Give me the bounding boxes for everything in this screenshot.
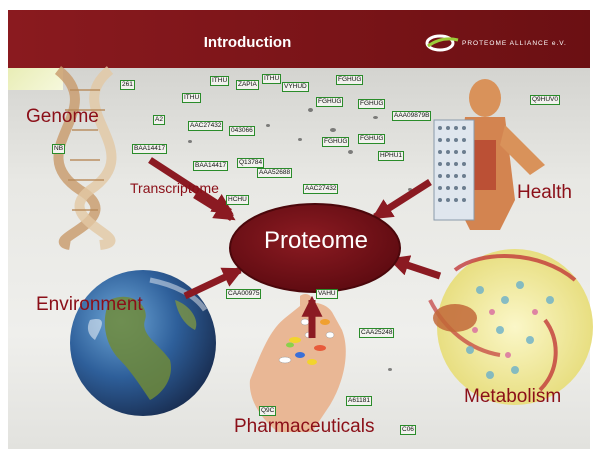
transcriptome-label: Transcriptome [130, 180, 219, 196]
protein-tag: CAA00975 [226, 289, 262, 299]
protein-tag: Q13784 [237, 158, 265, 168]
protein-tag: AAA52688 [257, 168, 293, 178]
protein-tag: C06 [400, 425, 416, 435]
protein-tag: BAA14417 [132, 144, 168, 154]
protein-tag: 261 [120, 80, 135, 90]
relationship-arrows [148, 157, 442, 338]
proteome-label: Proteome [263, 227, 369, 254]
protein-tag: AAC27432 [188, 121, 224, 131]
earth-globe-icon [70, 270, 216, 416]
protein-tag: VAHU [316, 289, 338, 299]
arrow-metabolism [388, 255, 442, 280]
protein-tag: ZAPIA [236, 80, 259, 90]
logo-text: PROTEOME ALLIANCE e.V. [462, 40, 567, 47]
protein-tag: FGHUG [358, 134, 386, 144]
protein-tag: FGHUG [316, 97, 344, 107]
protein-tag: FGHUG [322, 137, 350, 147]
metabolism-label: Metabolism [464, 386, 562, 407]
protein-tag: CAA25248 [359, 328, 395, 338]
protein-tag: ITHU [182, 93, 202, 103]
protein-tag: ITHU [262, 74, 282, 84]
health-label: Health [517, 182, 572, 203]
slide-title: Introduction [203, 34, 292, 51]
metabolism-illustration-icon [428, 249, 593, 405]
protein-tag: FGHUG [336, 75, 364, 85]
arrow-environment [183, 266, 244, 300]
proteome-alliance-logo-icon [425, 34, 459, 52]
proteome-ellipse [229, 203, 401, 293]
protein-tag: NB [52, 144, 66, 154]
protein-tag: 043066 [229, 126, 255, 136]
header-bar [8, 10, 590, 68]
arrow-health [371, 179, 432, 220]
protein-tag: FGHUG [358, 99, 386, 109]
protein-tag: A61181 [346, 396, 372, 406]
dna-helix-icon [53, 66, 117, 250]
protein-tag: A2 [153, 115, 165, 125]
pharmaceuticals-label: Pharmaceuticals [234, 416, 375, 437]
protein-tag: VYHUD [282, 82, 309, 92]
arrow-transcriptome [193, 192, 236, 221]
environment-label: Environment [36, 294, 143, 315]
protein-tag: Q9HUV0 [530, 95, 561, 105]
protein-tag: HCHU [226, 195, 249, 205]
protein-tag: Q9C [259, 406, 277, 416]
genome-label: Genome [26, 106, 99, 127]
protein-tag: BAA14417 [193, 161, 229, 171]
protein-tag: AAA09879B [392, 111, 432, 121]
protein-tag: AAC27432 [303, 184, 339, 194]
protein-tag: HPHU1 [378, 151, 405, 161]
human-body-icon [433, 79, 545, 230]
protein-tag: ITHU [210, 76, 230, 86]
